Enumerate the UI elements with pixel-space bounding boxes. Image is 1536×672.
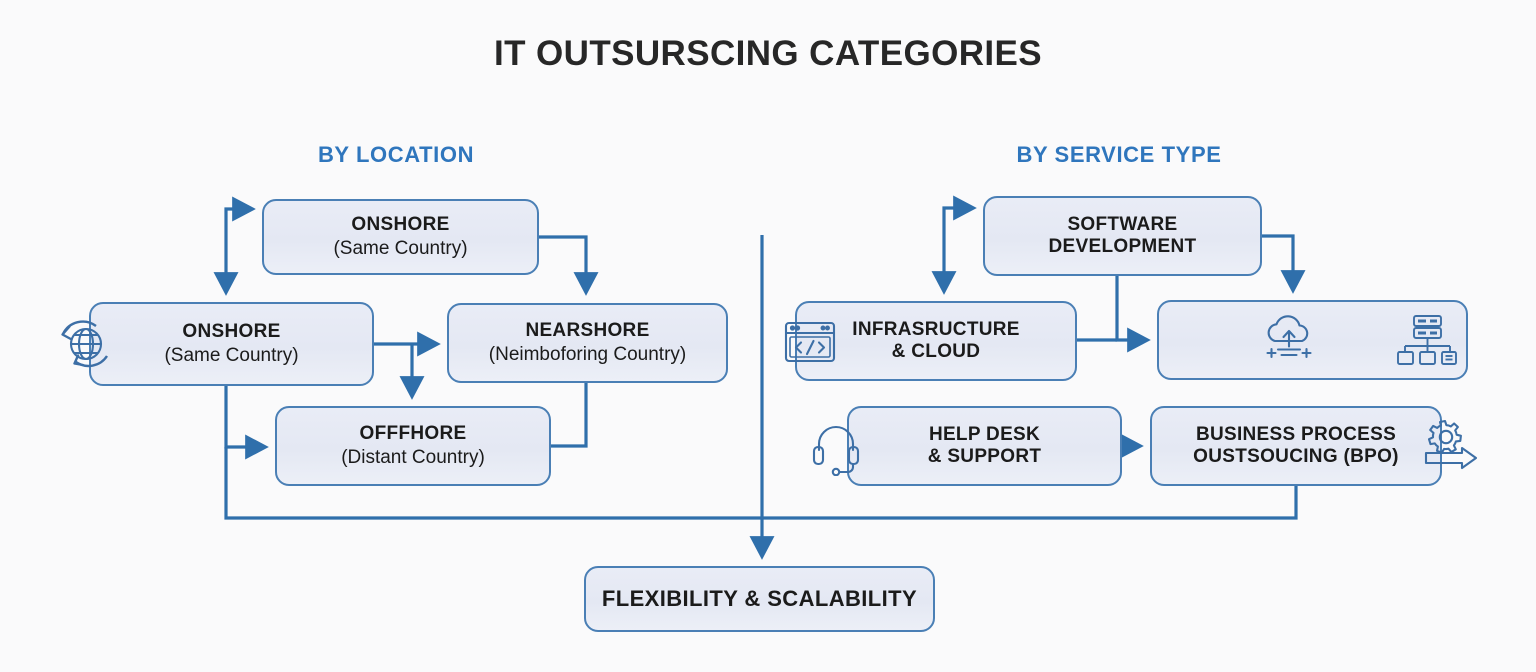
- node-title: HELP DESK: [928, 423, 1041, 445]
- page-title: IT OUTSURSCING CATEGORIES: [494, 34, 1042, 73]
- node-infrastructure-cloud[interactable]: INFRASRUCTURE & CLOUD: [795, 301, 1077, 381]
- node-nearshore[interactable]: NEARSHORE (Neimboforing Country): [447, 303, 728, 383]
- node-title: ONSHORE: [182, 320, 281, 342]
- node-business-process-outsourcing[interactable]: BUSINESS PROCESS OUSTSOUCING (BPO): [1150, 406, 1442, 486]
- node-title-line2: OUSTSOUCING (BPO): [1193, 446, 1399, 467]
- node-software-development[interactable]: SOFTWARE DEVELOPMENT: [983, 196, 1262, 276]
- node-title: FLEXIBILITY & SCALABILITY: [601, 586, 918, 612]
- node-subtitle: (Neimboforing Country): [488, 344, 687, 365]
- node-subtitle: (Distant Country): [341, 447, 485, 468]
- node-subtitle: (Same Country): [164, 345, 299, 366]
- node-flexibility-scalability[interactable]: FLEXIBILITY & SCALABILITY: [584, 566, 935, 632]
- column-heading-by-location: BY LOCATION: [317, 142, 475, 167]
- node-cloud-box[interactable]: [1157, 300, 1468, 380]
- node-title: BUSINESS PROCESS: [1195, 423, 1397, 445]
- node-title: INFRASRUCTURE: [852, 318, 1020, 340]
- wire-right-bottom-bus: [762, 486, 1298, 520]
- node-title-line2: & CLOUD: [891, 341, 981, 362]
- wire-onshore-top-to-nearshore: [539, 235, 599, 296]
- node-offshore[interactable]: OFFFHORE (Distant Country): [275, 406, 551, 486]
- wire-nearshore-to-offshore: [551, 383, 588, 448]
- node-onshore-main[interactable]: ONSHORE (Same Country): [89, 302, 374, 386]
- node-help-desk[interactable]: HELP DESK & SUPPORT: [847, 406, 1122, 486]
- wire-spine-to-onshore-top: [224, 196, 256, 235]
- wire-onshore-main-to-offshore: [224, 386, 269, 460]
- node-onshore-top[interactable]: ONSHORE (Same Country): [262, 199, 539, 275]
- node-title: NEARSHORE: [525, 319, 650, 341]
- wire-spine-to-software-development: [942, 195, 977, 234]
- wire-software-development-to-cloud-box-side: [1115, 276, 1151, 353]
- node-title: SOFTWARE: [1067, 213, 1178, 235]
- node-title: ONSHORE: [351, 213, 450, 235]
- node-title-line2: & SUPPORT: [927, 446, 1042, 467]
- column-heading-by-service-type: BY SERVICE TYPE: [1016, 142, 1222, 167]
- node-title: OFFFHORE: [359, 422, 467, 444]
- node-subtitle: (Same Country): [333, 238, 468, 259]
- wire-software-development-to-cloud-box: [1262, 234, 1306, 294]
- node-title-line2: DEVELOPMENT: [1048, 236, 1197, 257]
